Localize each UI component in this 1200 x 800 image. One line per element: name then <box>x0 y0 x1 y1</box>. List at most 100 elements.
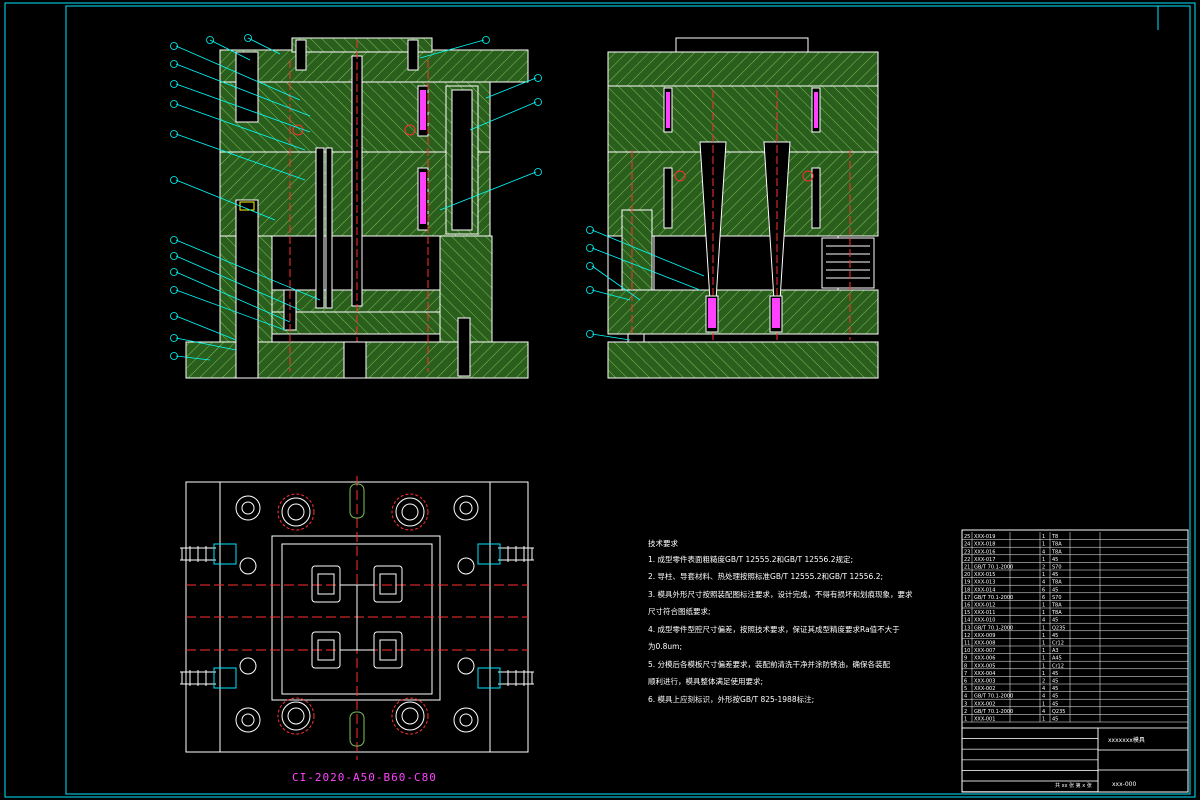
part-name: xxxxxxx模具 <box>1108 736 1145 744</box>
bom-cell-no: 24 <box>964 542 970 548</box>
top-clamp-plate <box>219 49 529 83</box>
bom-cell-qty: 1 <box>1042 625 1045 631</box>
bom-cell-qty: 1 <box>1042 610 1045 616</box>
bom-cell-code: XXX-006 <box>974 656 995 662</box>
bom-cell-qty: 4 <box>1042 618 1045 624</box>
bom-cell-no: 22 <box>964 557 970 563</box>
bom-cell-qty: 1 <box>1042 701 1045 707</box>
bom-cell-code: XXX-008 <box>974 641 995 647</box>
bom-cell-mat: 45 <box>1052 633 1058 639</box>
bom-cell-qty: 1 <box>1042 572 1045 578</box>
bom-cell-qty: 2 <box>1042 565 1045 571</box>
bom-cell-mat: A45 <box>1052 656 1062 662</box>
bom-cell-code: GB/T 70.1-2000 <box>974 694 1013 700</box>
bom-cell-code: XXX-018 <box>974 542 995 548</box>
bom-cell-no: 18 <box>964 587 970 593</box>
front-section-view <box>170 34 542 379</box>
bom-cell-qty: 6 <box>1042 587 1045 593</box>
bom-cell-mat: Cr12 <box>1052 663 1064 669</box>
bom-cell-no: 20 <box>964 572 970 578</box>
bom-cell-no: 3 <box>964 701 967 707</box>
tech-item: 5. 分模后各模板尺寸偏差要求，装配前清洗干净并涂防锈油，确保各装配 <box>648 659 891 669</box>
bom-cell-no: 2 <box>964 709 967 715</box>
bom-cell-qty: 4 <box>1042 694 1045 700</box>
bom-cell-no: 16 <box>964 603 970 609</box>
bom-cell-mat: S70 <box>1052 595 1062 601</box>
bom-cell-no: 4 <box>964 694 967 700</box>
outer-border <box>4 2 1196 798</box>
bom-cell-qty: 4 <box>1042 549 1045 555</box>
bom-cell-no: 7 <box>964 671 967 677</box>
tech-item: 为0.8um; <box>648 642 683 651</box>
bom-cell-qty: 2 <box>1042 679 1045 685</box>
side-section-view <box>586 37 879 379</box>
bom-cell-code: GB/T 70.1-2000 <box>974 565 1013 571</box>
bom-cell-qty: 1 <box>1042 641 1045 647</box>
bom-cell-mat: T8A <box>1051 610 1062 616</box>
bom-cell-no: 12 <box>964 633 970 639</box>
leader-lines <box>175 37 537 361</box>
bom-cell-qty: 1 <box>1042 633 1045 639</box>
bom-cell-no: 6 <box>964 679 967 685</box>
bom-cell-code: XXX-002 <box>974 701 995 707</box>
bom-cell-mat: T8 <box>1051 534 1058 540</box>
bom-cell-qty: 6 <box>1042 595 1045 601</box>
bom-cell-mat: 45 <box>1052 671 1058 677</box>
bom-cell-code: XXX-011 <box>974 610 995 616</box>
tech-item: 尺寸符合图纸要求; <box>648 607 711 616</box>
bom-cell-qty: 1 <box>1042 603 1045 609</box>
bom-cell-qty: 1 <box>1042 656 1045 662</box>
bom-cell-no: 14 <box>964 618 970 624</box>
bom-cell-mat: 45 <box>1052 557 1058 563</box>
bom-cell-mat: Q235 <box>1052 709 1065 715</box>
bom-cell-mat: T8A <box>1051 603 1062 609</box>
bom-cell-code: GB/T 70.1-2000 <box>974 625 1013 631</box>
bom-cell-code: XXX-002 <box>974 686 995 692</box>
bom-cell-mat: S70 <box>1052 565 1062 571</box>
bom-cell-no: 11 <box>964 641 970 647</box>
bom-cell-no: 15 <box>964 610 970 616</box>
bom-cell-mat: Q235 <box>1052 625 1065 631</box>
bom-cell-code: XXX-001 <box>974 717 995 723</box>
bom-cell-code: GB/T 70.1-2000 <box>974 709 1013 715</box>
plan-view <box>180 476 534 760</box>
bom-cell-code: XXX-013 <box>974 580 995 586</box>
bom-cell-qty: 1 <box>1042 648 1045 654</box>
tech-item: 1. 成型零件表面粗糙度GB/T 12555.2和GB/T 12556.2规定; <box>648 554 853 564</box>
bom-cell-no: 5 <box>964 686 967 692</box>
bom-cell-mat: 45 <box>1052 694 1058 700</box>
bom-cell-code: XXX-015 <box>974 572 995 578</box>
tech-item: 6. 模具上应刻标识，外形按GB/T 825-1988标注; <box>648 694 815 704</box>
bom-cell-mat: 45 <box>1052 679 1058 685</box>
bom-cell-mat: 45 <box>1052 686 1058 692</box>
bom-cell-mat: 45 <box>1052 572 1058 578</box>
bom-cell-mat: Cr12 <box>1052 641 1064 647</box>
bom-cell-no: 25 <box>964 534 970 540</box>
bom-cell-no: 21 <box>964 565 970 571</box>
tech-item: 3. 模具外形尺寸按照装配图标注要求，设计完成，不得有损坏和划痕现象，要求 <box>648 589 913 599</box>
bom-cell-mat: 45 <box>1052 618 1058 624</box>
drawing-code-label: CI-2020-A50-B60-C80 <box>292 771 437 784</box>
bom-cell-no: 23 <box>964 549 970 555</box>
bom-cell-code: XXX-014 <box>974 587 995 593</box>
bom-cell-no: 8 <box>964 663 967 669</box>
bom-cell-qty: 1 <box>1042 542 1045 548</box>
bom-cell-code: XXX-009 <box>974 633 995 639</box>
bom-cell-no: 1 <box>964 717 967 723</box>
bom-cell-code: XXX-019 <box>974 534 995 540</box>
bom-cell-code: GB/T 70.1-2000 <box>974 595 1013 601</box>
technical-requirements: 技术要求 1. 成型零件表面粗糙度GB/T 12555.2和GB/T 12556… <box>648 539 913 713</box>
bom-cell-no: 13 <box>964 625 970 631</box>
bom-cell-code: XXX-012 <box>974 603 995 609</box>
tech-title: 技术要求 <box>648 539 678 548</box>
bom-cell-code: XXX-003 <box>974 679 995 685</box>
part-balloons <box>170 34 542 360</box>
bom-cell-code: XXX-017 <box>974 557 995 563</box>
bom-cell-qty: 4 <box>1042 580 1045 586</box>
sheet-note: 共 xx 张 第 x 张 <box>1055 782 1092 789</box>
bom-cell-qty: 4 <box>1042 686 1045 692</box>
bom-cell-mat: A3 <box>1052 648 1059 654</box>
bom-cell-mat: 45 <box>1052 717 1058 723</box>
